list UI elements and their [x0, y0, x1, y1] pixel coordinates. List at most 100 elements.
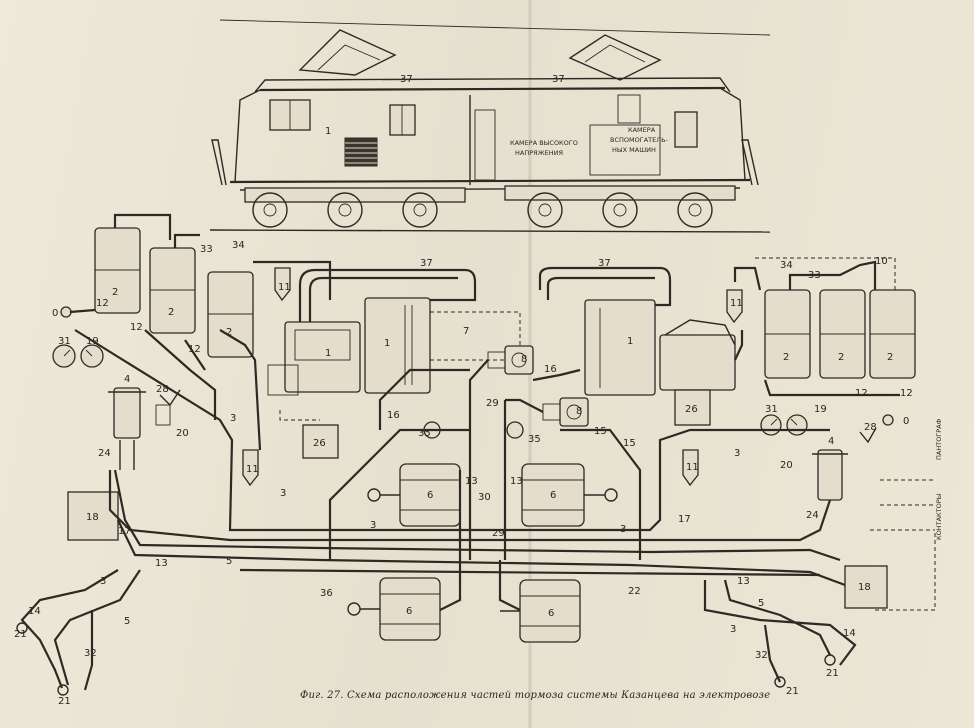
- filter-11: [242, 267, 743, 487]
- cab-text: КАМЕРА ВЫСОКОГО НАПРЯЖЕНИЯ КАМЕРА ВСПОМО…: [510, 126, 669, 157]
- callout-1: 1: [384, 338, 390, 349]
- pipe-37-right: [538, 266, 672, 307]
- driver-brake-valve-right: [812, 427, 877, 501]
- callout-3: 3: [230, 413, 236, 424]
- callout-37: 37: [420, 258, 433, 269]
- callout-13: 13: [737, 576, 750, 587]
- callout-3: 3: [370, 520, 376, 531]
- callout-13: 13: [510, 476, 523, 487]
- callout-13: 13: [155, 558, 168, 569]
- callout-2: 2: [838, 352, 844, 363]
- callout-20: 20: [176, 428, 189, 439]
- hv-chamber-label-2: НАПРЯЖЕНИЯ: [515, 149, 563, 157]
- callout-34: 34: [232, 240, 245, 251]
- callout-3: 3: [734, 448, 740, 459]
- callout-11: 11: [278, 282, 291, 293]
- callout-18: 18: [858, 582, 871, 593]
- callout-6: 6: [427, 490, 433, 501]
- control-lines-right: [279, 257, 936, 611]
- callout-2: 2: [112, 287, 118, 298]
- callout-32: 32: [755, 650, 768, 661]
- callout-5: 5: [758, 598, 764, 609]
- callout-34: 34: [780, 260, 793, 271]
- aux-chamber-label-1: КАМЕРА: [628, 126, 656, 134]
- callout-11: 11: [730, 298, 743, 309]
- callout-8: 8: [521, 354, 527, 365]
- callout-22: 22: [628, 586, 641, 597]
- compressor-left: [267, 297, 431, 396]
- callout-21: 21: [826, 668, 839, 679]
- unit-18-right: [844, 565, 888, 609]
- callout-20: 20: [780, 460, 793, 471]
- callout-30: 30: [478, 492, 491, 503]
- aux-chamber-label-2: ВСПОМОГАТЕЛЬ-: [610, 136, 669, 144]
- callout-21: 21: [58, 696, 71, 707]
- callout-6: 6: [548, 608, 554, 619]
- callout-11: 11: [246, 464, 259, 475]
- callout-37: 37: [552, 74, 565, 85]
- figure-caption: Фиг. 27. Схема расположения частей тормо…: [300, 690, 771, 701]
- callout-3: 3: [620, 524, 626, 535]
- brake-cylinder-lower-left: [347, 577, 441, 641]
- callout-26: 26: [685, 404, 698, 415]
- callout-21: 21: [14, 629, 27, 640]
- callout-6: 6: [406, 606, 412, 617]
- cylinder-feed-pipes: [328, 359, 642, 611]
- callout-28: 28: [864, 422, 877, 433]
- callout-3: 3: [100, 576, 106, 587]
- callout-31: 31: [765, 404, 778, 415]
- brake-cylinder-lower-right: [500, 579, 581, 643]
- callout-12: 12: [96, 298, 109, 309]
- callout-28: 28: [156, 384, 169, 395]
- callout-19: 19: [814, 404, 827, 415]
- callout-10: 10: [875, 256, 888, 267]
- callout-35: 35: [528, 434, 541, 445]
- callout-17: 17: [118, 526, 131, 537]
- callout-18: 18: [86, 512, 99, 523]
- callout-0: 0: [903, 416, 909, 427]
- callout-12: 12: [130, 322, 143, 333]
- hv-chamber-label-1: КАМЕРА ВЫСОКОГО: [510, 139, 578, 147]
- unit-26-right: [674, 389, 711, 426]
- locomotive-elevation: [209, 19, 771, 233]
- callout-4: 4: [828, 436, 834, 447]
- pressure-gauge: [52, 306, 894, 436]
- callout-17: 17: [678, 514, 691, 525]
- callout-3: 3: [730, 624, 736, 635]
- callout-8: 8: [576, 406, 582, 417]
- callout-37: 37: [598, 258, 611, 269]
- callout-12: 12: [188, 344, 201, 355]
- callout-numbers: 2 2 2 2 2 2 1 1 1 1 37 37 37 37 7 8 8 33…: [14, 74, 913, 707]
- valve-35-right: [506, 421, 524, 439]
- callout-32: 32: [84, 648, 97, 659]
- callout-29: 29: [492, 528, 505, 539]
- callout-5: 5: [226, 556, 232, 567]
- unit-7: [429, 311, 521, 361]
- callout-1: 1: [627, 336, 633, 347]
- callout-24: 24: [806, 510, 819, 521]
- callout-6: 6: [550, 490, 556, 501]
- callout-7: 7: [463, 326, 469, 337]
- callout-2: 2: [887, 352, 893, 363]
- brake-cylinder-upper-right: [521, 463, 618, 527]
- aux-chamber-label-3: НЫХ МАШИН: [612, 146, 656, 154]
- callout-0: 0: [52, 308, 58, 319]
- callout-14: 14: [843, 628, 856, 639]
- callout-4: 4: [124, 374, 130, 385]
- callout-12: 12: [900, 388, 913, 399]
- callout-5: 5: [124, 616, 130, 627]
- callout-31: 31: [58, 336, 71, 347]
- brake-hose-left: [16, 569, 141, 696]
- callout-37: 37: [400, 74, 413, 85]
- callout-16: 16: [387, 410, 400, 421]
- callout-13: 13: [465, 476, 478, 487]
- callout-15: 15: [623, 438, 636, 449]
- callout-16: 16: [544, 364, 557, 375]
- upper-supply-pipes: [69, 213, 900, 397]
- compressor-right: [584, 299, 736, 396]
- callout-15: 15: [594, 426, 607, 437]
- callout-35: 35: [418, 428, 431, 439]
- callout-36: 36: [320, 588, 333, 599]
